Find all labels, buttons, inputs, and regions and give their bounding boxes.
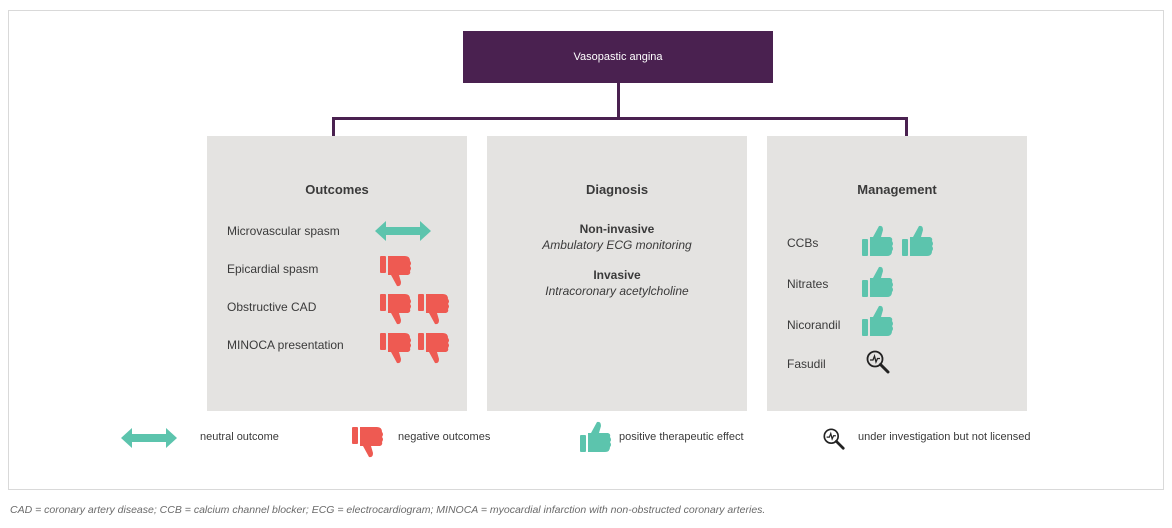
magnifier-icon xyxy=(865,349,891,375)
outcomes-panel: Outcomes Microvascular spasm Epicardial … xyxy=(207,136,467,411)
management-heading: Management xyxy=(857,182,937,197)
legend-magnifier-icon xyxy=(822,427,846,451)
legend-investigation-label: under investigation but not licensed xyxy=(858,431,1031,443)
legend-neutral-label: neutral outcome xyxy=(200,431,279,443)
diagram-title: Vasopastic angina xyxy=(463,31,773,83)
diagnosis-panel: Diagnosis Non-invasive Ambulatory ECG mo… xyxy=(487,136,747,411)
thumbs-down-icon xyxy=(379,292,413,326)
thumbs-down-icon xyxy=(417,331,451,365)
invasive-method: Intracoronary acetylcholine xyxy=(545,284,689,298)
legend-thumbs-up-icon xyxy=(579,420,613,454)
diagnosis-heading: Diagnosis xyxy=(585,182,649,197)
connector-right xyxy=(905,117,908,136)
legend-negative-label: negative outcomes xyxy=(398,431,491,443)
legend-thumbs-down-icon xyxy=(351,425,385,459)
connector-left xyxy=(332,117,335,136)
outcome-label-epicardial: Epicardial spasm xyxy=(227,262,319,276)
thumbs-down-icon xyxy=(379,331,413,365)
legend-neutral-arrow-icon xyxy=(121,427,177,449)
invasive-heading: Invasive xyxy=(593,268,641,282)
abbreviations-footnote: CAD = coronary artery disease; CCB = cal… xyxy=(10,504,766,516)
thumbs-up-icon xyxy=(861,224,895,258)
thumbs-up-icon xyxy=(861,265,895,299)
connector-trunk xyxy=(617,83,620,119)
outcome-label-obstructive: Obstructive CAD xyxy=(227,300,317,314)
outcome-label-minoca: MINOCA presentation xyxy=(227,338,344,352)
neutral-arrow-icon xyxy=(375,220,431,242)
legend-positive-label: positive therapeutic effect xyxy=(619,431,744,443)
noninvasive-method: Ambulatory ECG monitoring xyxy=(542,238,692,252)
outcome-label-microvascular: Microvascular spasm xyxy=(227,224,340,238)
thumbs-down-icon xyxy=(379,254,413,288)
management-label-ccbs: CCBs xyxy=(787,236,819,250)
outcomes-heading: Outcomes xyxy=(305,182,369,197)
thumbs-down-icon xyxy=(417,292,451,326)
noninvasive-heading: Non-invasive xyxy=(579,222,655,236)
management-label-nitrates: Nitrates xyxy=(787,277,829,291)
thumbs-up-icon xyxy=(861,304,895,338)
management-label-fasudil: Fasudil xyxy=(787,357,826,371)
diagnosis-invasive: Invasive Intracoronary acetylcholine xyxy=(487,268,747,298)
diagnosis-noninvasive: Non-invasive Ambulatory ECG monitoring xyxy=(487,222,747,252)
connector-bar xyxy=(332,117,908,120)
thumbs-up-icon xyxy=(901,224,935,258)
management-panel: Management CCBs Nitrates Nicorandil Fasu… xyxy=(767,136,1027,411)
management-label-nicorandil: Nicorandil xyxy=(787,318,841,332)
